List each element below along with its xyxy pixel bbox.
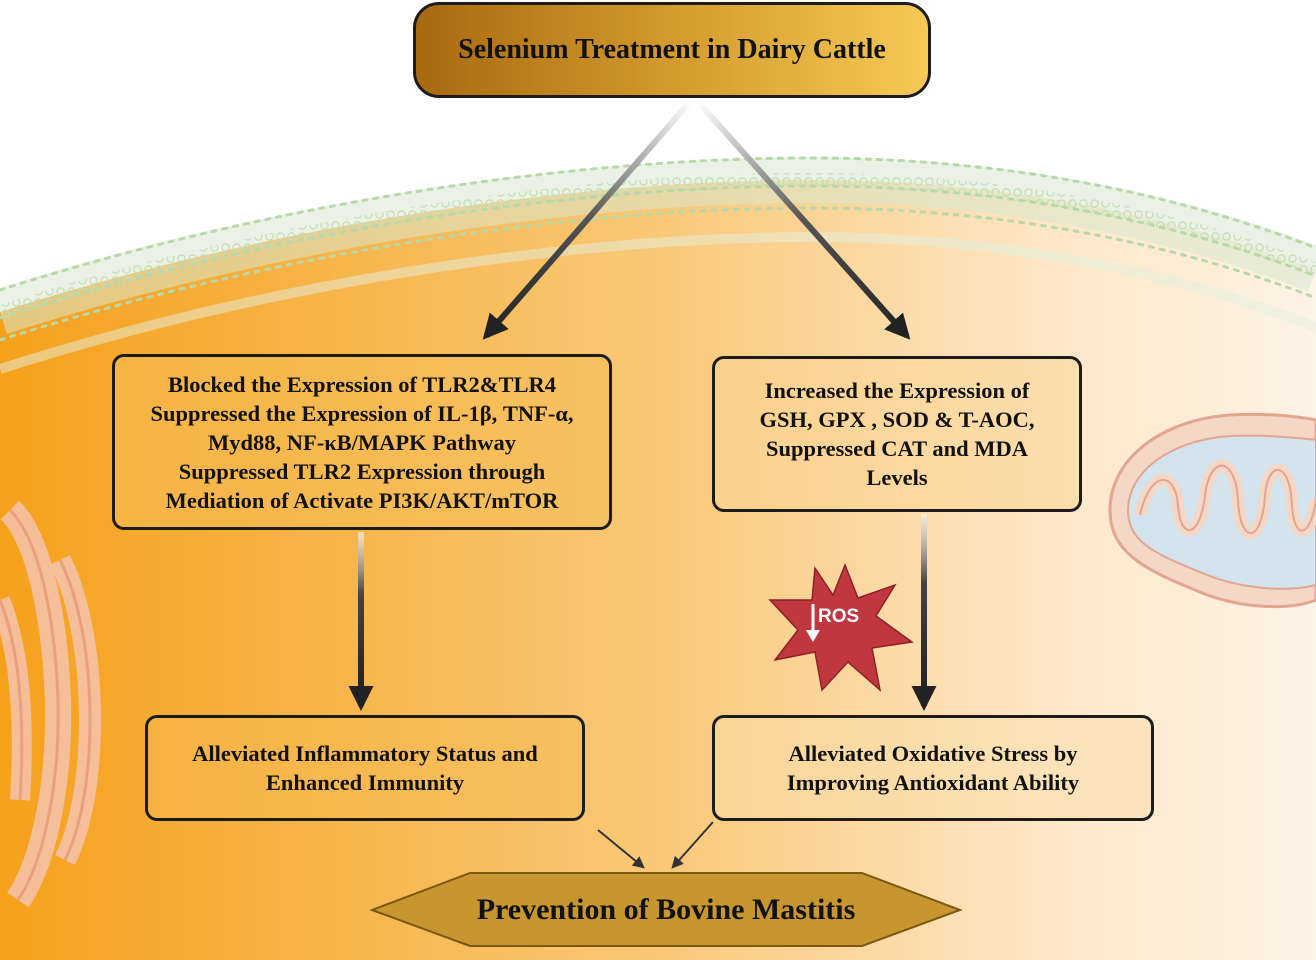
mitochondrion [1108,412,1316,609]
mechanism-line: Suppressed the Expression of IL-1β, TNF-… [150,400,574,426]
mechanism-line: Myd88, NF-κB/MAPK Pathway [207,429,517,455]
arrow-left-to-outcome [597,829,645,869]
cell-body [0,180,1316,960]
outcome-line: Improving Antioxidant Ability [786,770,1080,795]
inflammation-outcome-box: Alleviated Inflammatory Status and Enhan… [145,715,585,821]
arrow-title-to-left [482,102,691,340]
arrow-right-to-outcome [671,821,714,869]
ros-burst [768,562,914,692]
outcome-line: Alleviated Inflammatory Status and [192,741,538,766]
arrow-title-to-right [697,102,911,340]
inflammation-mechanism-box: Blocked the Expression of TLR2&TLR4 Supp… [112,354,612,530]
mechanism-line: Increased the Expression of [764,378,1030,403]
oxidative-outcome-box: Alleviated Oxidative Stress by Improving… [712,715,1154,821]
mechanism-line: GSH, GPX , SOD & T-AOC, [759,407,1035,432]
ros-label: ROS [818,606,860,627]
final-outcome-label: Prevention of Bovine Mastitis [476,893,856,926]
mechanism-line: Mediation of Activate PI3K/AKT/mTOR [165,487,559,513]
outcome-line: Alleviated Oxidative Stress by [788,741,1078,766]
title-box: Selenium Treatment in Dairy Cattle [413,2,931,98]
outcome-hexagon [369,872,963,947]
antioxidant-mechanism-box: Increased the Expression of GSH, GPX , S… [712,356,1082,512]
mechanism-line: Levels [866,465,928,490]
endoplasmic-reticulum [0,500,102,908]
mechanism-line: Blocked the Expression of TLR2&TLR4 [168,371,556,397]
outcome-line: Enhanced Immunity [265,770,465,795]
mechanism-line: Suppressed TLR2 Expression through [178,458,546,484]
title-text: Selenium Treatment in Dairy Cattle [458,34,886,65]
mechanism-line: Suppressed CAT and MDA [766,436,1028,461]
